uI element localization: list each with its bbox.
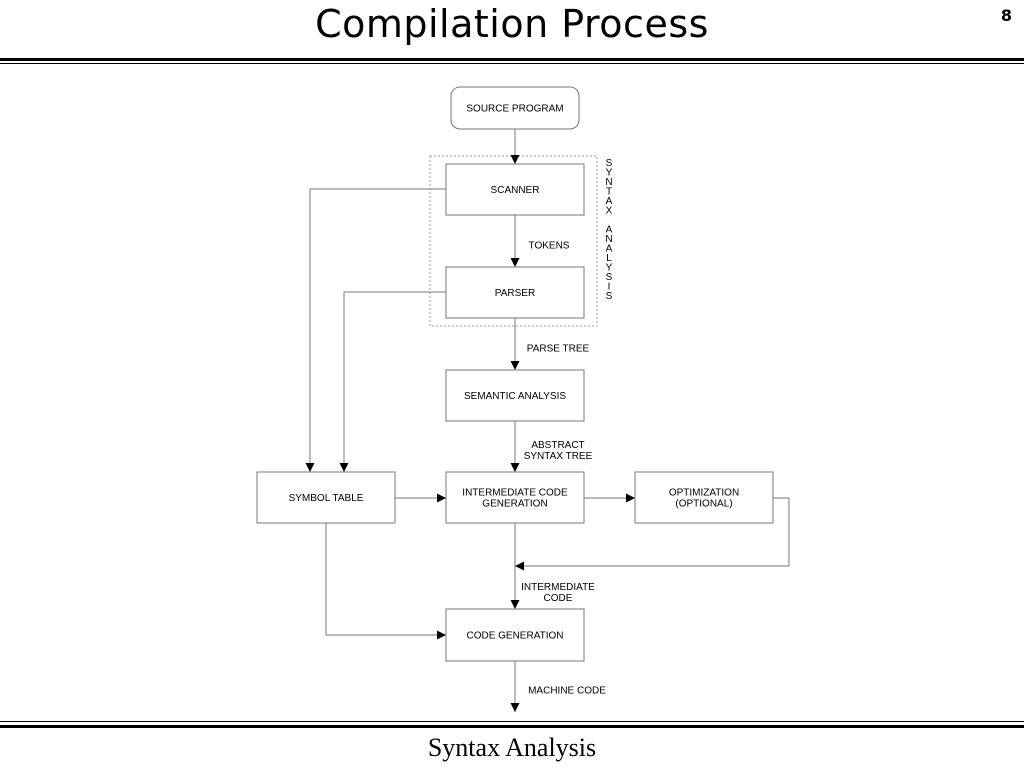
header-rule-thick [0,58,1024,61]
svg-text:PARSER: PARSER [495,288,535,299]
edge-scanner-to-symbol-table [305,188,446,472]
edge-symbol-table-to-codegen [325,523,446,640]
svg-text:SOURCE PROGRAM: SOURCE PROGRAM [466,104,563,115]
edge-optimization-return [515,497,790,571]
node-optimization: OPTIMIZATION(OPTIONAL) [634,471,774,524]
svg-text:SEMANTIC ANALYSIS: SEMANTIC ANALYSIS [464,391,566,402]
edge-label-parse-tree: PARSE TREE [527,344,590,355]
node-semantic-analysis: SEMANTIC ANALYSIS [445,369,585,422]
edge-parser-to-symbol-table [339,291,446,472]
edge-label-machine-code: MACHINE CODE [528,686,606,697]
node-code-generation: CODE GENERATION [445,608,585,662]
syntax-analysis-group [429,155,598,327]
node-scanner: SCANNER [445,163,585,216]
svg-text:OPTIMIZATION(OPTIONAL): OPTIMIZATION(OPTIONAL) [669,488,739,510]
footer-rule-thin [0,721,1024,722]
svg-text:SYMBOL TABLE: SYMBOL TABLE [289,493,364,504]
slide-footer: Syntax Analysis [427,733,597,762]
edge-label-tokens: TOKENS [529,241,570,252]
slide-title: Compilation Process [315,2,709,46]
svg-text:SCANNER: SCANNER [491,185,540,196]
node-source-program: SOURCE PROGRAM [450,86,580,130]
footer-rule-thick [0,725,1024,728]
page-number: 8 [1000,6,1012,25]
svg-text:CODE GENERATION: CODE GENERATION [466,631,563,642]
node-parser: PARSER [445,266,585,319]
header-rule-thin [0,63,1024,64]
node-symbol-table: SYMBOL TABLE [256,471,396,524]
